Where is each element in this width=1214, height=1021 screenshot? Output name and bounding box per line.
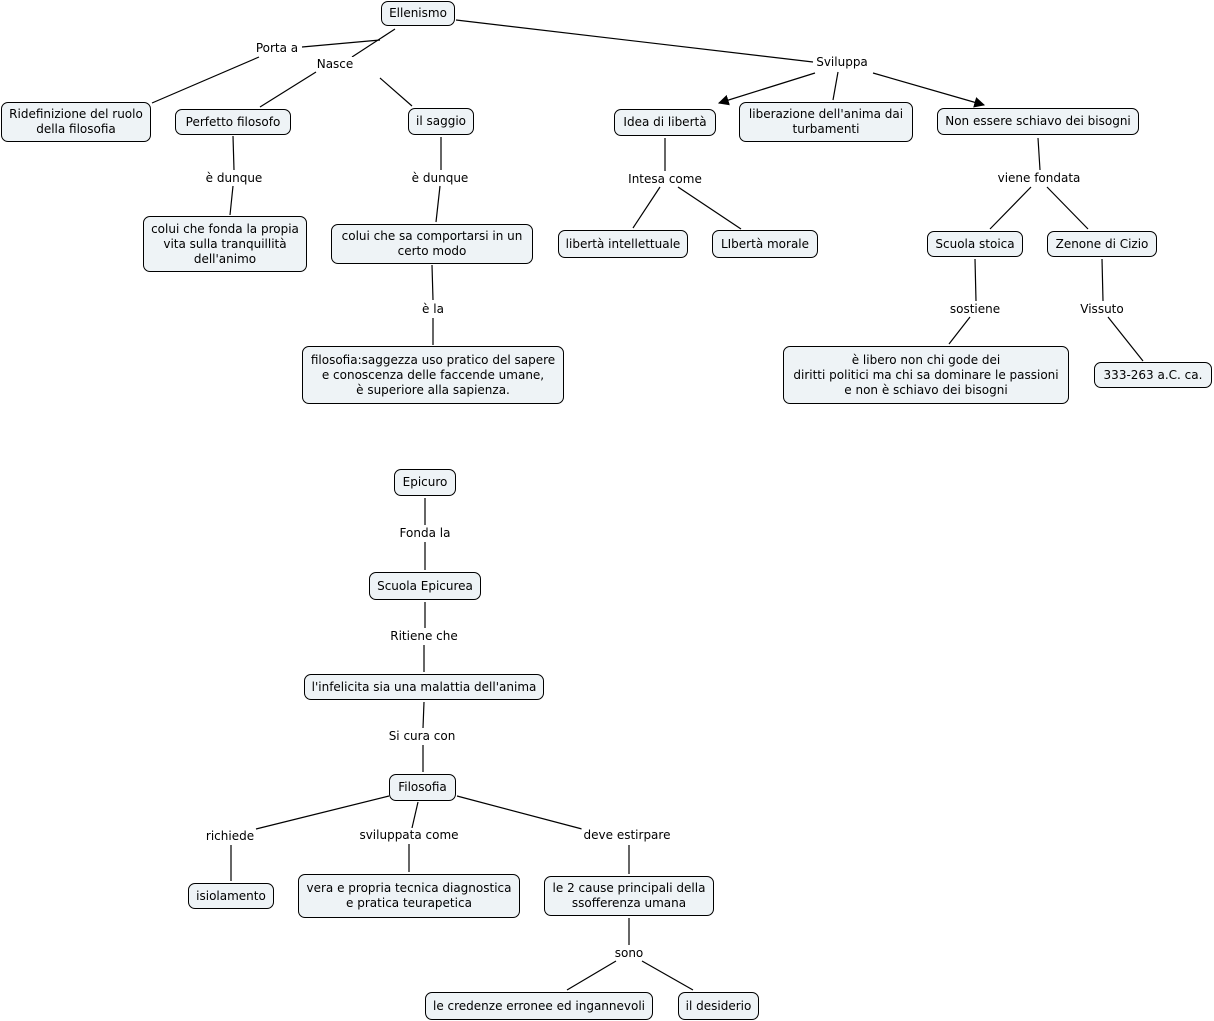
link-label-fonda-la: Fonda la	[397, 526, 453, 540]
seg-dunque-colui-sa	[435, 185, 441, 223]
link-label-si-cura-con: Si cura con	[386, 729, 458, 743]
seg-fondata-zenone	[1046, 186, 1089, 230]
seg-zenone-vissuto	[1101, 258, 1104, 302]
link-label-sviluppata-come: sviluppata come	[357, 828, 461, 842]
seg-ellenismo-porta	[301, 39, 381, 48]
link-label-porta-a: Porta a	[253, 41, 301, 55]
seg-filosofia-estirpare	[456, 795, 583, 830]
link-label-e-dunque-1: è dunque	[203, 171, 265, 185]
seg-sviluppa-liberazione	[832, 71, 839, 101]
node-perfetto-filosofo[interactable]: Perfetto filosofo	[175, 109, 291, 135]
seg-nasce-perfetto	[259, 71, 317, 108]
link-label-vissuto: Vissuto	[1078, 302, 1126, 316]
seg-ellenismo-sviluppa	[455, 19, 814, 63]
node-idea-liberta[interactable]: Idea di libertà	[614, 109, 716, 136]
seg-sono-credenze	[566, 960, 617, 991]
link-label-intesa-come: Intesa come	[626, 172, 704, 186]
seg-non-schiavo-fondata	[1037, 137, 1041, 171]
link-label-richiede: richiede	[203, 829, 257, 843]
seg-filosofia-richiede	[255, 795, 390, 830]
seg-sono-desiderio	[641, 960, 694, 991]
seg-stoica-sostiene	[974, 258, 977, 302]
node-date[interactable]: 333-263 a.C. ca.	[1094, 362, 1212, 388]
node-credenze[interactable]: le credenze erronee ed ingannevoli	[425, 992, 653, 1020]
node-liberta-morale[interactable]: LIbertà morale	[712, 230, 818, 258]
seg-ellenismo-nasce	[351, 28, 396, 58]
seg-intesa-morale	[677, 186, 742, 230]
link-label-sostiene: sostiene	[947, 302, 1003, 316]
link-label-e-dunque-2: è dunque	[409, 171, 471, 185]
node-infelicita[interactable]: l'infelicita sia una malattia dell'anima	[304, 674, 544, 700]
link-label-sono: sono	[612, 946, 646, 960]
link-label-ritiene-che: Ritiene che	[388, 629, 460, 643]
node-il-saggio[interactable]: il saggio	[408, 108, 474, 135]
node-epicuro[interactable]: Epicuro	[394, 469, 456, 496]
node-liberta-intellettuale[interactable]: libertà intellettuale	[558, 230, 688, 258]
node-liberazione[interactable]: liberazione dell'anima dai turbamenti	[739, 102, 913, 142]
seg-sostiene-libero	[948, 316, 971, 345]
link-label-nasce: Nasce	[314, 57, 356, 71]
seg-perfetto-dunque	[232, 135, 235, 171]
seg-porta-ridefinizione	[151, 56, 260, 104]
link-label-sviluppa: Sviluppa	[814, 55, 870, 69]
seg-infelicita-cura	[422, 701, 425, 729]
node-zenone[interactable]: Zenone di Cizio	[1047, 231, 1157, 257]
seg-sviluppa-non-schiavo	[872, 72, 986, 108]
node-cause[interactable]: le 2 cause principali della ssofferenza …	[544, 876, 714, 916]
seg-colui-sa-la	[431, 264, 434, 301]
node-ellenismo[interactable]: Ellenismo	[381, 1, 455, 26]
node-scuola-stoica[interactable]: Scuola stoica	[927, 231, 1023, 257]
seg-nasce-saggio	[379, 77, 413, 107]
seg-vissuto-date	[1107, 316, 1144, 362]
link-label-e-la: è la	[420, 302, 446, 316]
node-non-schiavo[interactable]: Non essere schiavo dei bisogni	[937, 108, 1139, 135]
node-ridefinizione[interactable]: Ridefinizione del ruolo della filosofia	[1, 102, 151, 142]
node-filosofia-saggezza[interactable]: filosofia:saggezza uso pratico del saper…	[302, 346, 564, 404]
node-isolamento[interactable]: isiolamento	[188, 883, 274, 909]
seg-sviluppa-idea	[717, 72, 816, 106]
seg-fondata-stoica	[989, 186, 1032, 230]
seg-dunque-colui-fonda	[229, 185, 234, 216]
link-label-viene-fondata: viene fondata	[995, 171, 1083, 185]
node-vera-tecnica[interactable]: vera e propria tecnica diagnostica e pra…	[298, 874, 520, 918]
seg-filosofia-sviluppata	[411, 801, 419, 829]
node-scuola-epicurea[interactable]: Scuola Epicurea	[369, 572, 481, 600]
node-desiderio[interactable]: il desiderio	[678, 992, 759, 1020]
link-label-deve-estirpare: deve estirpare	[581, 828, 673, 842]
node-colui-fonda[interactable]: colui che fonda la propia vita sulla tra…	[143, 216, 307, 272]
node-colui-sa[interactable]: colui che sa comportarsi in un certo mod…	[331, 224, 533, 264]
node-filosofia[interactable]: Filosofia	[389, 774, 456, 801]
node-e-libero[interactable]: è libero non chi gode dei diritti politi…	[783, 346, 1069, 404]
seg-intesa-intellettuale	[632, 186, 661, 229]
